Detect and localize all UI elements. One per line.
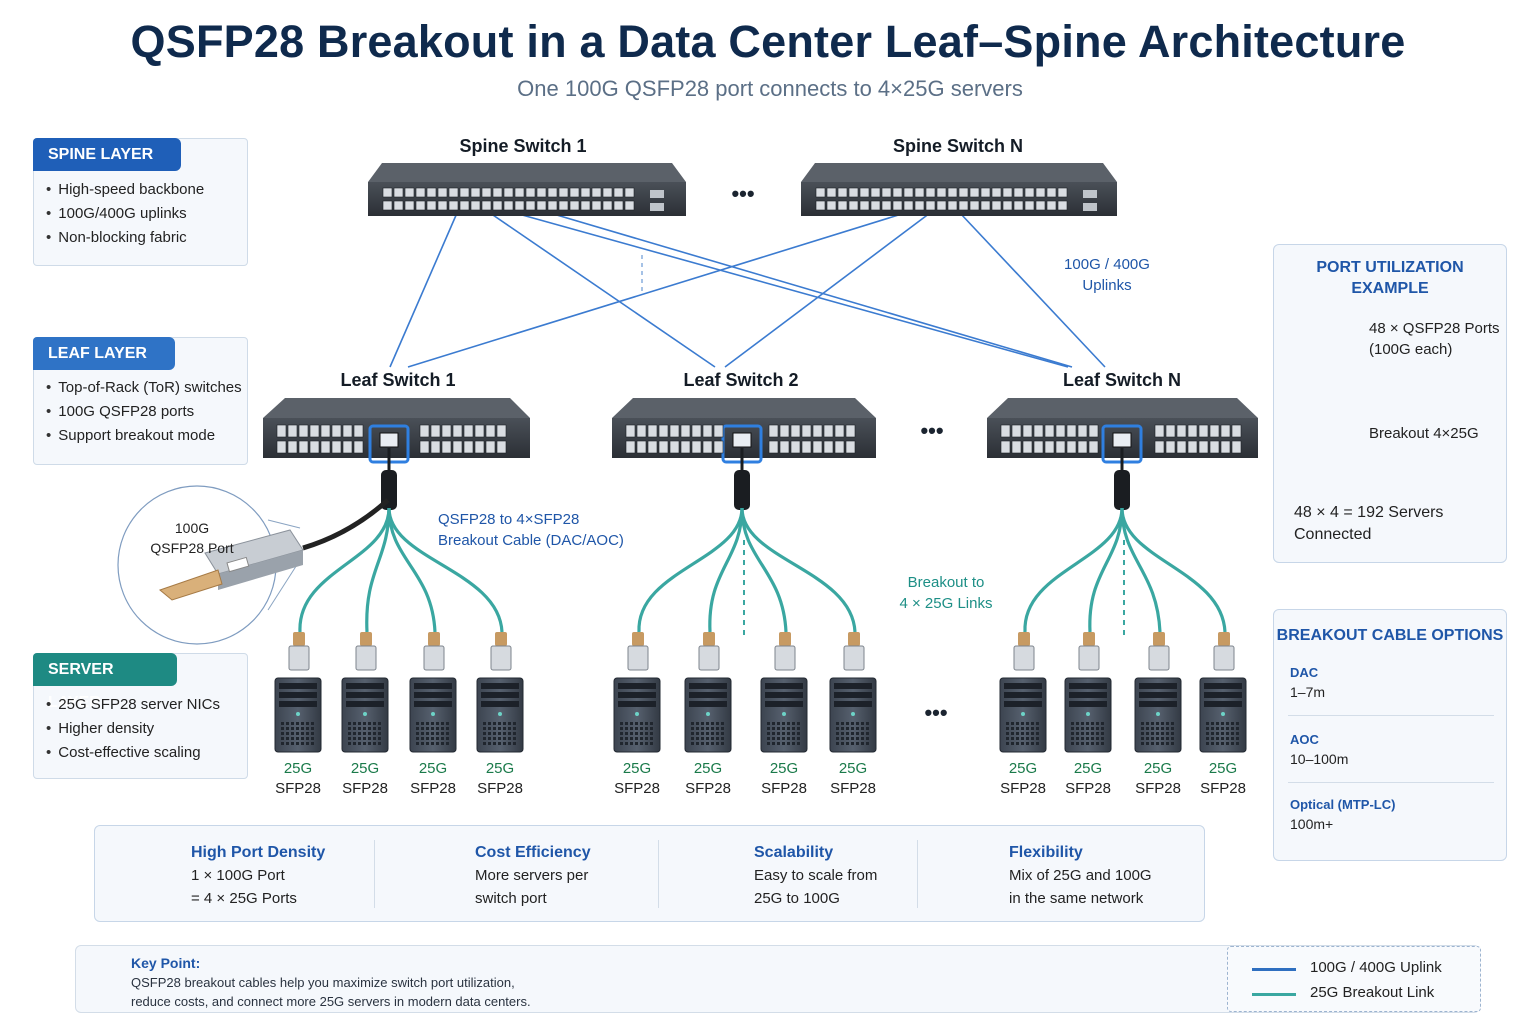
breakout-links-label: Breakout to 4 × 25G Links: [899, 574, 993, 612]
legend-breakout-label: 25G Breakout Link: [1310, 984, 1435, 1001]
switch-port-grid: [276, 187, 1242, 454]
list-item: 100G/400G uplinks: [46, 202, 204, 226]
cable-options-box: BREAKOUT CABLE OPTIONS DAC 1–7m AOC 10–1…: [1273, 609, 1507, 861]
legend-uplink-swatch: [1252, 968, 1296, 971]
benefit-text: Mix of 25G and 100G in the same network: [1009, 867, 1152, 907]
aoc-length: 10–100m: [1290, 751, 1349, 767]
dac-length: 1–7m: [1290, 684, 1326, 700]
result-text: 48 × 4 = 192 Servers Connected: [1294, 504, 1444, 543]
server-layer-list: 25G SFP28 server NICs Higher density Cos…: [46, 693, 220, 765]
benefit-text: More servers per switch port: [475, 867, 589, 907]
server-layer-box: SERVER LAYER 25G SFP28 server NICs Highe…: [33, 653, 248, 779]
spine-switch-n[interactable]: [801, 163, 1117, 216]
leaf-switch-2-label: Leaf Switch 2: [683, 370, 799, 390]
page-subtitle: One 100G QSFP28 port connects to 4×25G s…: [517, 76, 1023, 101]
qsfp28-port-callout: [117, 485, 390, 645]
server-ellipsis: •••: [924, 700, 947, 725]
benefit-title: High Port Density: [191, 844, 326, 861]
key-point-text: QSFP28 breakout cables help you maximize…: [131, 975, 531, 1009]
list-item: Support breakout mode: [46, 424, 242, 448]
spine-ellipsis: •••: [731, 181, 754, 206]
leaf-switch-n-label: Leaf Switch N: [1062, 370, 1182, 390]
spine-layer-list: High-speed backbone 100G/400G uplinks No…: [46, 178, 204, 250]
benefit-title: Cost Efficiency: [475, 844, 591, 861]
list-item: 100G QSFP28 ports: [46, 400, 242, 424]
benefits-panel: High Port Density 1 × 100G Port = 4 × 25…: [94, 825, 1205, 922]
qsfp28-transceiver-icon: [158, 529, 304, 601]
spine-switch-1[interactable]: [368, 163, 686, 216]
spine-layer-box: SPINE LAYER High-speed backbone 100G/400…: [33, 138, 248, 266]
optical-length: 100m+: [1290, 816, 1334, 832]
key-point-title: Key Point:: [131, 955, 201, 971]
ports-text: 48 × QSFP28 Ports (100G each): [1369, 320, 1500, 358]
legend: 100G / 400G Uplink 25G Breakout Link: [1227, 946, 1481, 1012]
spine-layer-title: SPINE LAYER: [33, 138, 181, 171]
dac-name: DAC: [1290, 665, 1319, 680]
port-utilization-title: PORT UTILIZATION EXAMPLE: [1316, 259, 1464, 297]
legend-uplink-label: 100G / 400G Uplink: [1310, 959, 1442, 976]
list-item: Non-blocking fabric: [46, 226, 204, 250]
benefit-text: 1 × 100G Port = 4 × 25G Ports: [191, 867, 297, 907]
uplink-lines: [389, 212, 1106, 368]
leaf-layer-title: LEAF LAYER: [33, 337, 175, 370]
list-item: Top-of-Rack (ToR) switches: [46, 376, 241, 400]
cable-options-title: BREAKOUT CABLE OPTIONS: [1276, 627, 1504, 644]
spine-switch-n-label: Spine Switch N: [892, 136, 1024, 156]
leaf-layer-box: LEAF LAYER Top-of-Rack (ToR) switches 10…: [33, 337, 248, 465]
benefit-title: Flexibility: [1009, 844, 1083, 861]
benefit-title: Scalability: [754, 844, 834, 861]
page-title: QSFP28 Breakout in a Data Center Leaf–Sp…: [130, 16, 1406, 67]
spine-switch-1-label: Spine Switch 1: [459, 136, 587, 156]
legend-breakout-swatch: [1252, 993, 1296, 996]
breakout-text: Breakout 4×25G: [1369, 425, 1479, 442]
leaf-layer-list: Top-of-Rack (ToR) switches 100G QSFP28 p…: [46, 376, 242, 448]
aoc-name: AOC: [1290, 732, 1319, 747]
port-callout-label: 100G QSFP28 Port: [150, 520, 234, 556]
optical-name: Optical (MTP-LC): [1290, 797, 1396, 812]
list-item: High-speed backbone: [46, 178, 204, 202]
benefit-text: Easy to scale from 25G to 100G: [754, 867, 878, 907]
breakout-cables: [298, 448, 1227, 640]
list-item: 25G SFP28 server NICs: [46, 693, 220, 717]
server-racks: [274, 632, 1247, 753]
breakout-cable-label: QSFP28 to 4×SFP28 Breakout Cable (DAC/AO…: [438, 511, 624, 549]
list-item: Higher density: [46, 717, 220, 741]
list-item: Cost-effective scaling: [46, 741, 220, 765]
leaf-ellipsis: •••: [920, 418, 943, 443]
leaf-switch-1-label: Leaf Switch 1: [340, 370, 456, 390]
uplink-label: 100G / 400G Uplinks: [1064, 256, 1150, 294]
port-utilization-box: PORT UTILIZATION EXAMPLE 48 × QSFP28 Por…: [1273, 244, 1507, 563]
